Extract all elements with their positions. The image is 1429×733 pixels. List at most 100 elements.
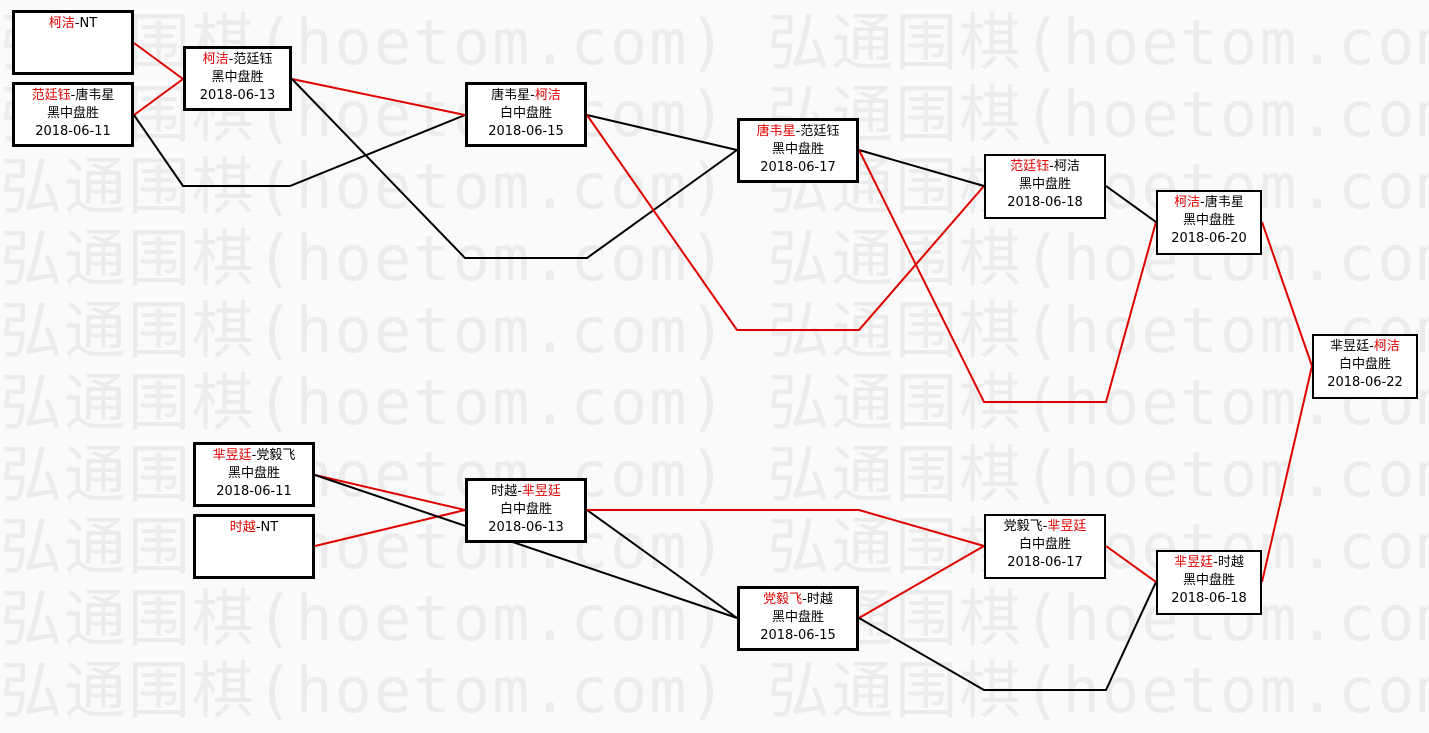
match-players: 柯洁-唐韦星 <box>1158 194 1260 212</box>
player-2: 唐韦星 <box>75 88 115 103</box>
match-box[interactable]: 柯洁-NT <box>12 10 134 75</box>
match-box[interactable]: 时越-芈昱廷白中盘胜 2018-06-13 <box>465 478 587 543</box>
player-2: 范廷钰 <box>800 124 840 139</box>
player-2: 党毅飞 <box>256 448 296 463</box>
player-2: 唐韦星 <box>1204 195 1244 210</box>
match-players: 唐韦星-范廷钰 <box>740 123 856 141</box>
match-players: 时越-芈昱廷 <box>468 483 584 501</box>
match-players: 党毅飞-时越 <box>740 591 856 609</box>
player-1: 范廷钰 <box>31 88 71 103</box>
match-players: 芈昱廷-党毅飞 <box>196 447 312 465</box>
win-line <box>1261 365 1313 583</box>
player-1: 时越 <box>491 484 518 499</box>
player-1: 柯洁 <box>1174 195 1201 210</box>
match-date: 2018-06-18 <box>1171 591 1247 606</box>
match-box[interactable]: 唐韦星-柯洁白中盘胜 2018-06-15 <box>465 82 587 147</box>
lose-line <box>586 114 738 151</box>
win-line <box>291 78 466 116</box>
player-2: 柯洁 <box>1373 339 1400 354</box>
match-box[interactable]: 范廷钰-唐韦星黑中盘胜 2018-06-11 <box>12 82 134 147</box>
match-date: 2018-06-13 <box>488 520 564 535</box>
match-players: 党毅飞-芈昱廷 <box>986 518 1104 536</box>
win-line <box>133 42 184 80</box>
match-result: 黑中盘胜 <box>771 142 824 157</box>
player-2: 范廷钰 <box>233 52 273 67</box>
lose-line <box>1105 185 1157 223</box>
match-box[interactable]: 时越-NT <box>193 514 315 579</box>
player-2: NT <box>79 16 98 31</box>
win-line <box>1261 221 1313 367</box>
match-result: 黑中盘胜 <box>46 106 99 121</box>
player-1: 党毅飞 <box>1003 519 1043 534</box>
player-2: 时越 <box>806 592 833 607</box>
match-date: 2018-06-11 <box>35 124 111 139</box>
win-line <box>587 509 985 547</box>
match-players: 范廷钰-唐韦星 <box>15 87 131 105</box>
player-2: 芈昱廷 <box>1047 519 1087 534</box>
match-result: 白中盘胜 <box>1018 537 1071 552</box>
separator: - <box>255 520 261 535</box>
separator: - <box>1042 519 1048 534</box>
match-box[interactable]: 范廷钰-柯洁黑中盘胜 2018-06-18 <box>984 154 1106 219</box>
match-box[interactable]: 芈昱廷-党毅飞黑中盘胜 2018-06-11 <box>193 442 315 507</box>
match-date: 2018-06-11 <box>216 484 292 499</box>
match-date: 2018-06-15 <box>760 628 836 643</box>
player-1: 柯洁 <box>48 16 75 31</box>
match-result: 黑中盘胜 <box>771 610 824 625</box>
match-result: 白中盘胜 <box>499 106 552 121</box>
player-1: 党毅飞 <box>763 592 803 607</box>
win-line <box>314 474 466 511</box>
match-date: 2018-06-18 <box>1007 195 1083 210</box>
separator: - <box>1369 339 1374 354</box>
lose-line <box>858 581 1157 691</box>
match-result: 黑中盘胜 <box>1018 177 1071 192</box>
player-2: NT <box>260 520 279 535</box>
match-date: 2018-06-20 <box>1171 231 1247 246</box>
lose-line <box>133 114 466 187</box>
lose-line <box>586 509 738 619</box>
win-line <box>314 509 466 547</box>
player-1: 芈昱廷 <box>1174 555 1214 570</box>
separator: - <box>251 448 257 463</box>
player-2: 时越 <box>1217 555 1244 570</box>
separator: - <box>74 16 80 31</box>
match-players: 芈昱廷-柯洁 <box>1314 338 1416 356</box>
player-1: 唐韦星 <box>756 124 796 139</box>
match-players: 柯洁-NT <box>15 15 131 33</box>
player-1: 芈昱廷 <box>1330 339 1370 354</box>
separator: - <box>1200 195 1205 210</box>
match-players: 时越-NT <box>196 519 312 537</box>
player-2: 柯洁 <box>1053 159 1080 174</box>
lose-line <box>291 78 738 259</box>
match-date: 2018-06-17 <box>760 160 836 175</box>
player-1: 柯洁 <box>202 52 229 67</box>
match-players: 柯洁-范廷钰 <box>186 51 289 69</box>
player-1: 时越 <box>229 520 256 535</box>
match-players: 唐韦星-柯洁 <box>468 87 584 105</box>
match-result: 黑中盘胜 <box>227 466 280 481</box>
separator: - <box>802 592 807 607</box>
win-line <box>1105 545 1157 583</box>
match-result: 白中盘胜 <box>499 502 552 517</box>
separator: - <box>1213 555 1218 570</box>
match-players: 芈昱廷-时越 <box>1158 554 1260 572</box>
match-date: 2018-06-13 <box>199 88 276 103</box>
separator: - <box>228 52 234 67</box>
match-date: 2018-06-22 <box>1327 375 1403 390</box>
lose-line <box>314 474 738 619</box>
match-players: 范廷钰-柯洁 <box>986 158 1104 176</box>
match-result: 白中盘胜 <box>1338 357 1391 372</box>
match-date: 2018-06-15 <box>488 124 564 139</box>
win-line <box>858 149 1157 403</box>
separator: - <box>1049 159 1054 174</box>
player-2: 柯洁 <box>534 88 561 103</box>
separator: - <box>795 124 801 139</box>
